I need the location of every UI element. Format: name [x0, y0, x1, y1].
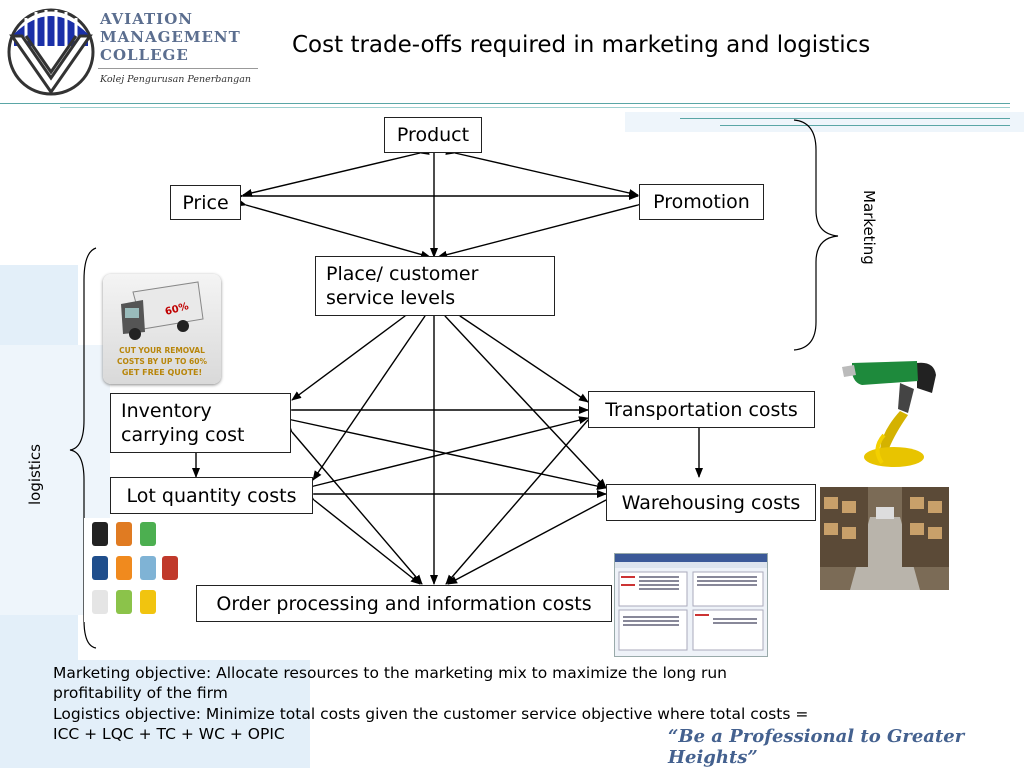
college-logo	[6, 6, 96, 98]
mugs-image	[84, 518, 182, 622]
logo-subtitle: Kolej Pengurusan Penerbangan	[100, 74, 252, 85]
truck-ad-line3: GET FREE QUOTE!	[121, 368, 203, 377]
logistics-label: logistics	[26, 444, 44, 505]
header-rule	[720, 125, 1010, 126]
logistics-brace	[69, 247, 97, 649]
slogan: “Be a Professional to Greater Heights”	[668, 726, 965, 768]
header-rule	[0, 103, 1010, 104]
arrow-place-lot	[312, 306, 434, 481]
warehouse-image	[820, 487, 949, 590]
logo-line-1: AVIATION	[100, 10, 193, 28]
page-title: Cost trade-offs required in marketing an…	[292, 32, 871, 58]
background-band	[625, 112, 1024, 132]
arrow-transport-order	[445, 410, 597, 585]
arrow-promotion-place	[437, 198, 648, 259]
marketing-label: Marketing	[860, 190, 878, 265]
truck-ad-line1: CUT YOUR REMOVAL	[119, 346, 205, 355]
arrow-lot-order	[304, 491, 421, 585]
node-product: Product	[384, 117, 482, 153]
node-transportation: Transportation costs	[588, 391, 815, 428]
node-place: Place/ customer service levels	[315, 256, 555, 316]
arrow-product-promotion	[445, 147, 639, 197]
logistics-objective-line-1: Logistics objective: Minimize total cost…	[53, 705, 809, 723]
background-band	[0, 660, 310, 768]
node-warehousing: Warehousing costs	[606, 484, 816, 521]
marketing-brace	[793, 119, 839, 351]
node-order-processing: Order processing and information costs	[196, 585, 612, 622]
arrow-place-transport	[450, 307, 589, 403]
node-price: Price	[170, 185, 241, 220]
logo-line-2: MANAGEMENT	[100, 28, 241, 46]
arrow-price-place	[236, 198, 431, 259]
node-inventory: Inventory carrying cost	[110, 393, 291, 453]
logo-line-3: COLLEGE	[100, 46, 189, 64]
arrow-place-warehouse	[435, 306, 607, 489]
truck-icon	[121, 281, 204, 340]
node-promotion: Promotion	[639, 184, 764, 220]
arrow-product-price	[242, 147, 430, 197]
header-rule	[680, 118, 1010, 119]
node-lot-quantity: Lot quantity costs	[110, 477, 313, 514]
fuel-nozzle-image	[822, 353, 942, 475]
logistics-objective-line-2: ICC + LQC + TC + WC + OPIC	[53, 725, 285, 743]
logo-underline	[98, 68, 258, 69]
truck-ad-line2: COSTS BY UP TO 60%	[116, 357, 207, 366]
arrow-place-inventory	[291, 307, 415, 401]
software-screenshot-image	[614, 553, 768, 657]
truck-ad-image: 60% CUT YOUR REMOVAL COSTS BY UP TO 60% …	[103, 274, 221, 384]
arrow-warehouse-order	[447, 492, 616, 585]
marketing-objective-line-1: Marketing objective: Allocate resources …	[53, 664, 728, 682]
header-rule	[60, 107, 1010, 108]
marketing-objective-line-2: profitability of the firm	[53, 684, 228, 702]
